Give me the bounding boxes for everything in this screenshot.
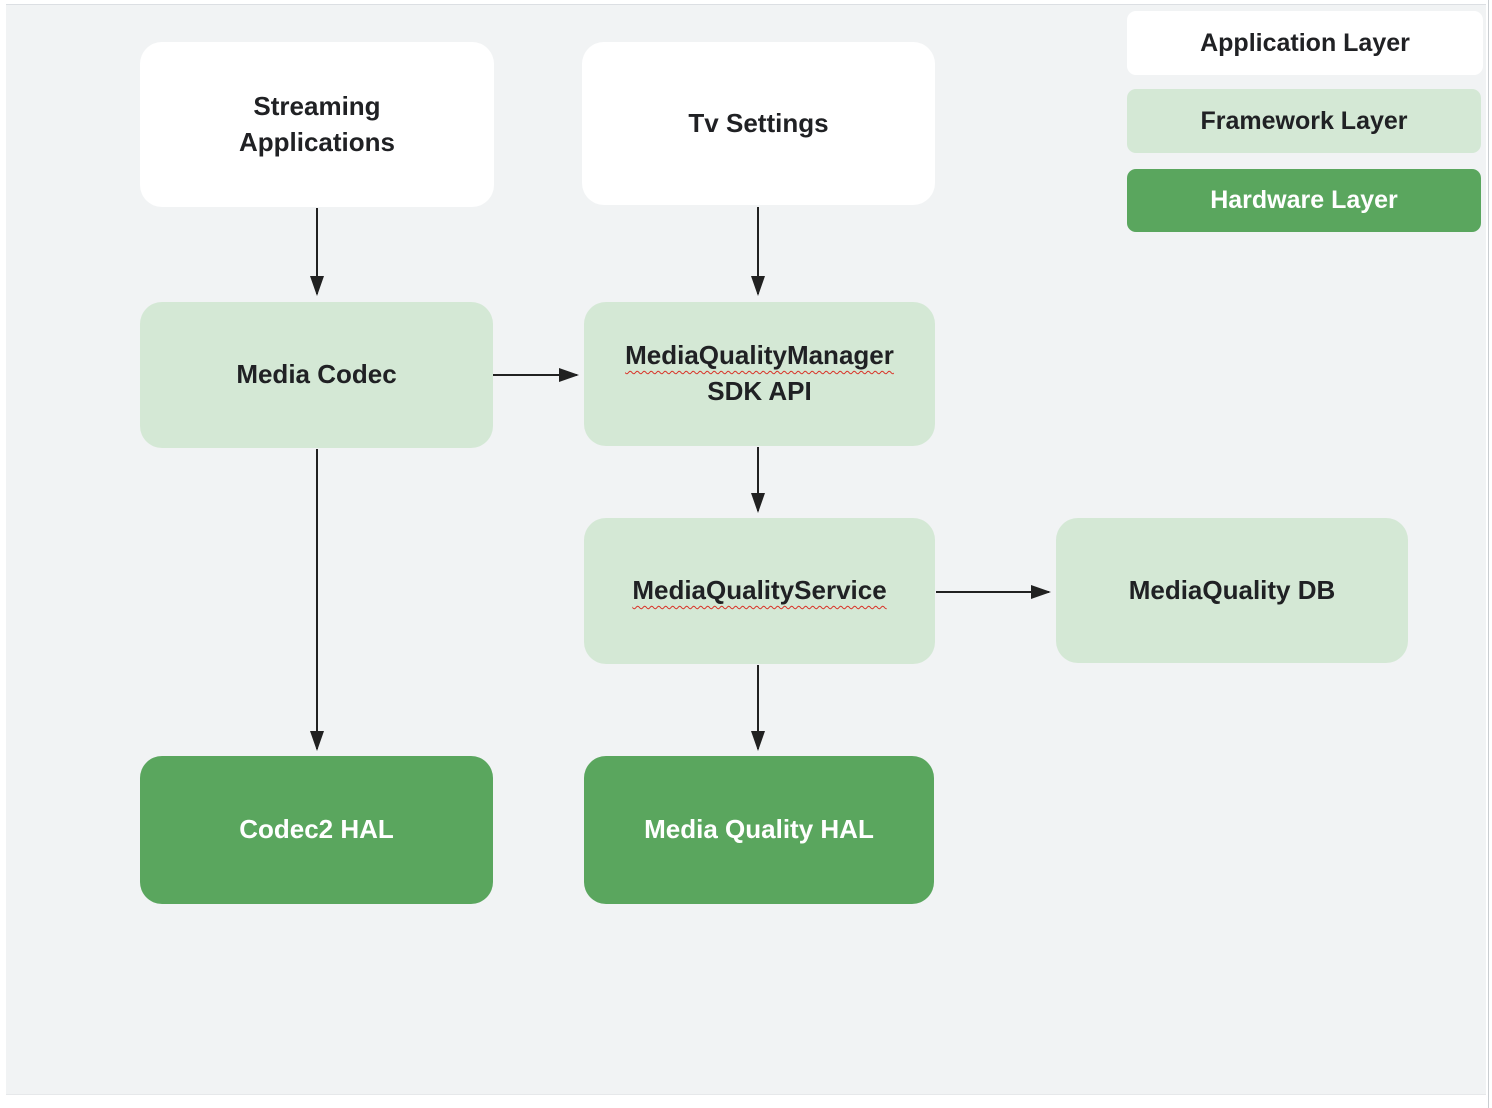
legend-framework-layer: Framework Layer: [1127, 89, 1481, 153]
node-media-quality-hal: Media Quality HAL: [584, 756, 934, 904]
legend-label: Application Layer: [1200, 28, 1410, 57]
scrollbar-edge-line: [1488, 0, 1489, 1108]
node-streaming-applications: Streaming Applications: [140, 42, 494, 207]
node-mediaquality-db: MediaQuality DB: [1056, 518, 1408, 663]
legend-hardware-layer: Hardware Layer: [1127, 169, 1481, 232]
node-mediaqualityservice: MediaQualityService: [584, 518, 935, 664]
node-label: Media Codec: [236, 359, 397, 390]
node-label-line1-spellchecked: MediaQualityManager: [625, 340, 894, 371]
node-codec2-hal: Codec2 HAL: [140, 756, 493, 904]
node-label: MediaQuality DB: [1128, 574, 1336, 605]
node-label: MediaQualityManager SDK API: [625, 338, 894, 410]
node-label: Codec2 HAL: [239, 814, 394, 845]
legend-label: Framework Layer: [1200, 106, 1408, 135]
window-right-gutter: [1486, 0, 1492, 1108]
legend-application-layer: Application Layer: [1127, 11, 1483, 75]
node-label-spellchecked: MediaQualityService: [632, 575, 887, 606]
legend-label: Hardware Layer: [1210, 186, 1398, 214]
node-mediaqualitymanager-sdk-api: MediaQualityManager SDK API: [584, 302, 935, 446]
node-media-codec: Media Codec: [140, 302, 493, 448]
node-label: Streaming Applications: [238, 90, 395, 157]
node-tv-settings: Tv Settings: [582, 42, 935, 205]
node-label: Media Quality HAL: [644, 814, 874, 845]
node-label: Tv Settings: [688, 107, 829, 138]
node-label-line2: SDK API: [707, 376, 812, 406]
